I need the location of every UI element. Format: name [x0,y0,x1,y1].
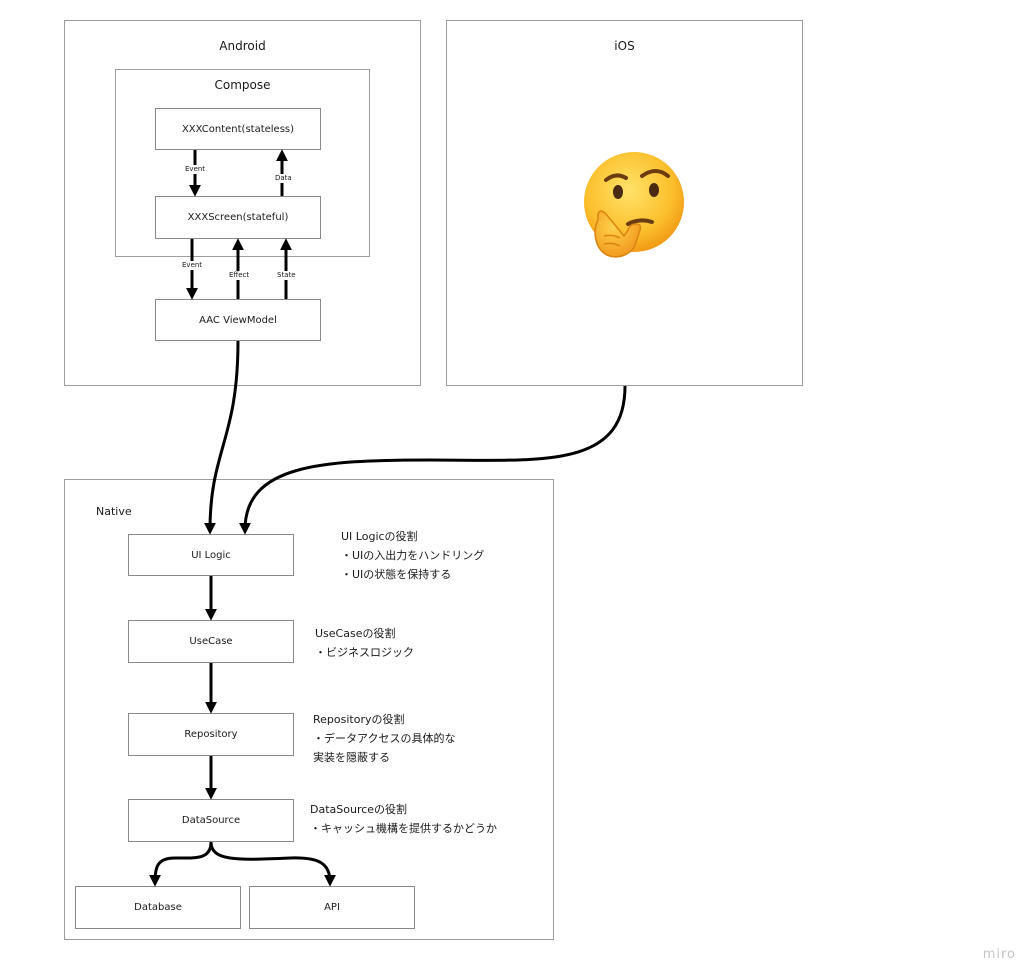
api-node[interactable]: API [249,886,415,929]
note-usecase: UseCaseの役割 ・ビジネスロジック [315,627,414,659]
usecase-node[interactable]: UseCase [128,620,294,663]
note-repository: Repositoryの役割 ・データアクセスの具体的な 実装を隠蔽する [313,713,456,764]
thinking-face-icon [584,152,684,258]
label-viewmodel-effect: Effect [228,271,251,280]
arrow-android-to-ui-logic [204,340,240,535]
native-title: Native [96,505,132,518]
note-ui-logic: UI Logicの役割 ・UIの入出力をハンドリング ・UIの状態を保持する [341,530,485,581]
xxx-content-node[interactable]: XXXContent(stateless) [155,108,321,150]
database-node[interactable]: Database [75,886,241,929]
miro-watermark: miro [982,947,1016,962]
label-viewmodel-state: State [276,271,297,280]
datasource-node[interactable]: DataSource [128,799,294,842]
aac-viewmodel-node[interactable]: AAC ViewModel [155,299,321,341]
label-content-to-screen: Event [184,165,207,174]
label-screen-to-viewmodel: Event [181,261,204,270]
compose-title: Compose [214,78,271,92]
label-screen-to-content: Data [274,174,293,183]
ios-title: iOS [614,39,635,53]
note-datasource: DataSourceの役割 ・キャッシュ機構を提供するかどうか [310,803,497,835]
xxx-screen-node[interactable]: XXXScreen(stateful) [155,196,321,239]
arrow-datasource-to-database [149,841,213,887]
arrow-datasource-to-api [209,841,336,887]
android-title: Android [219,39,266,53]
arrow-ios-to-ui-logic [239,385,627,535]
